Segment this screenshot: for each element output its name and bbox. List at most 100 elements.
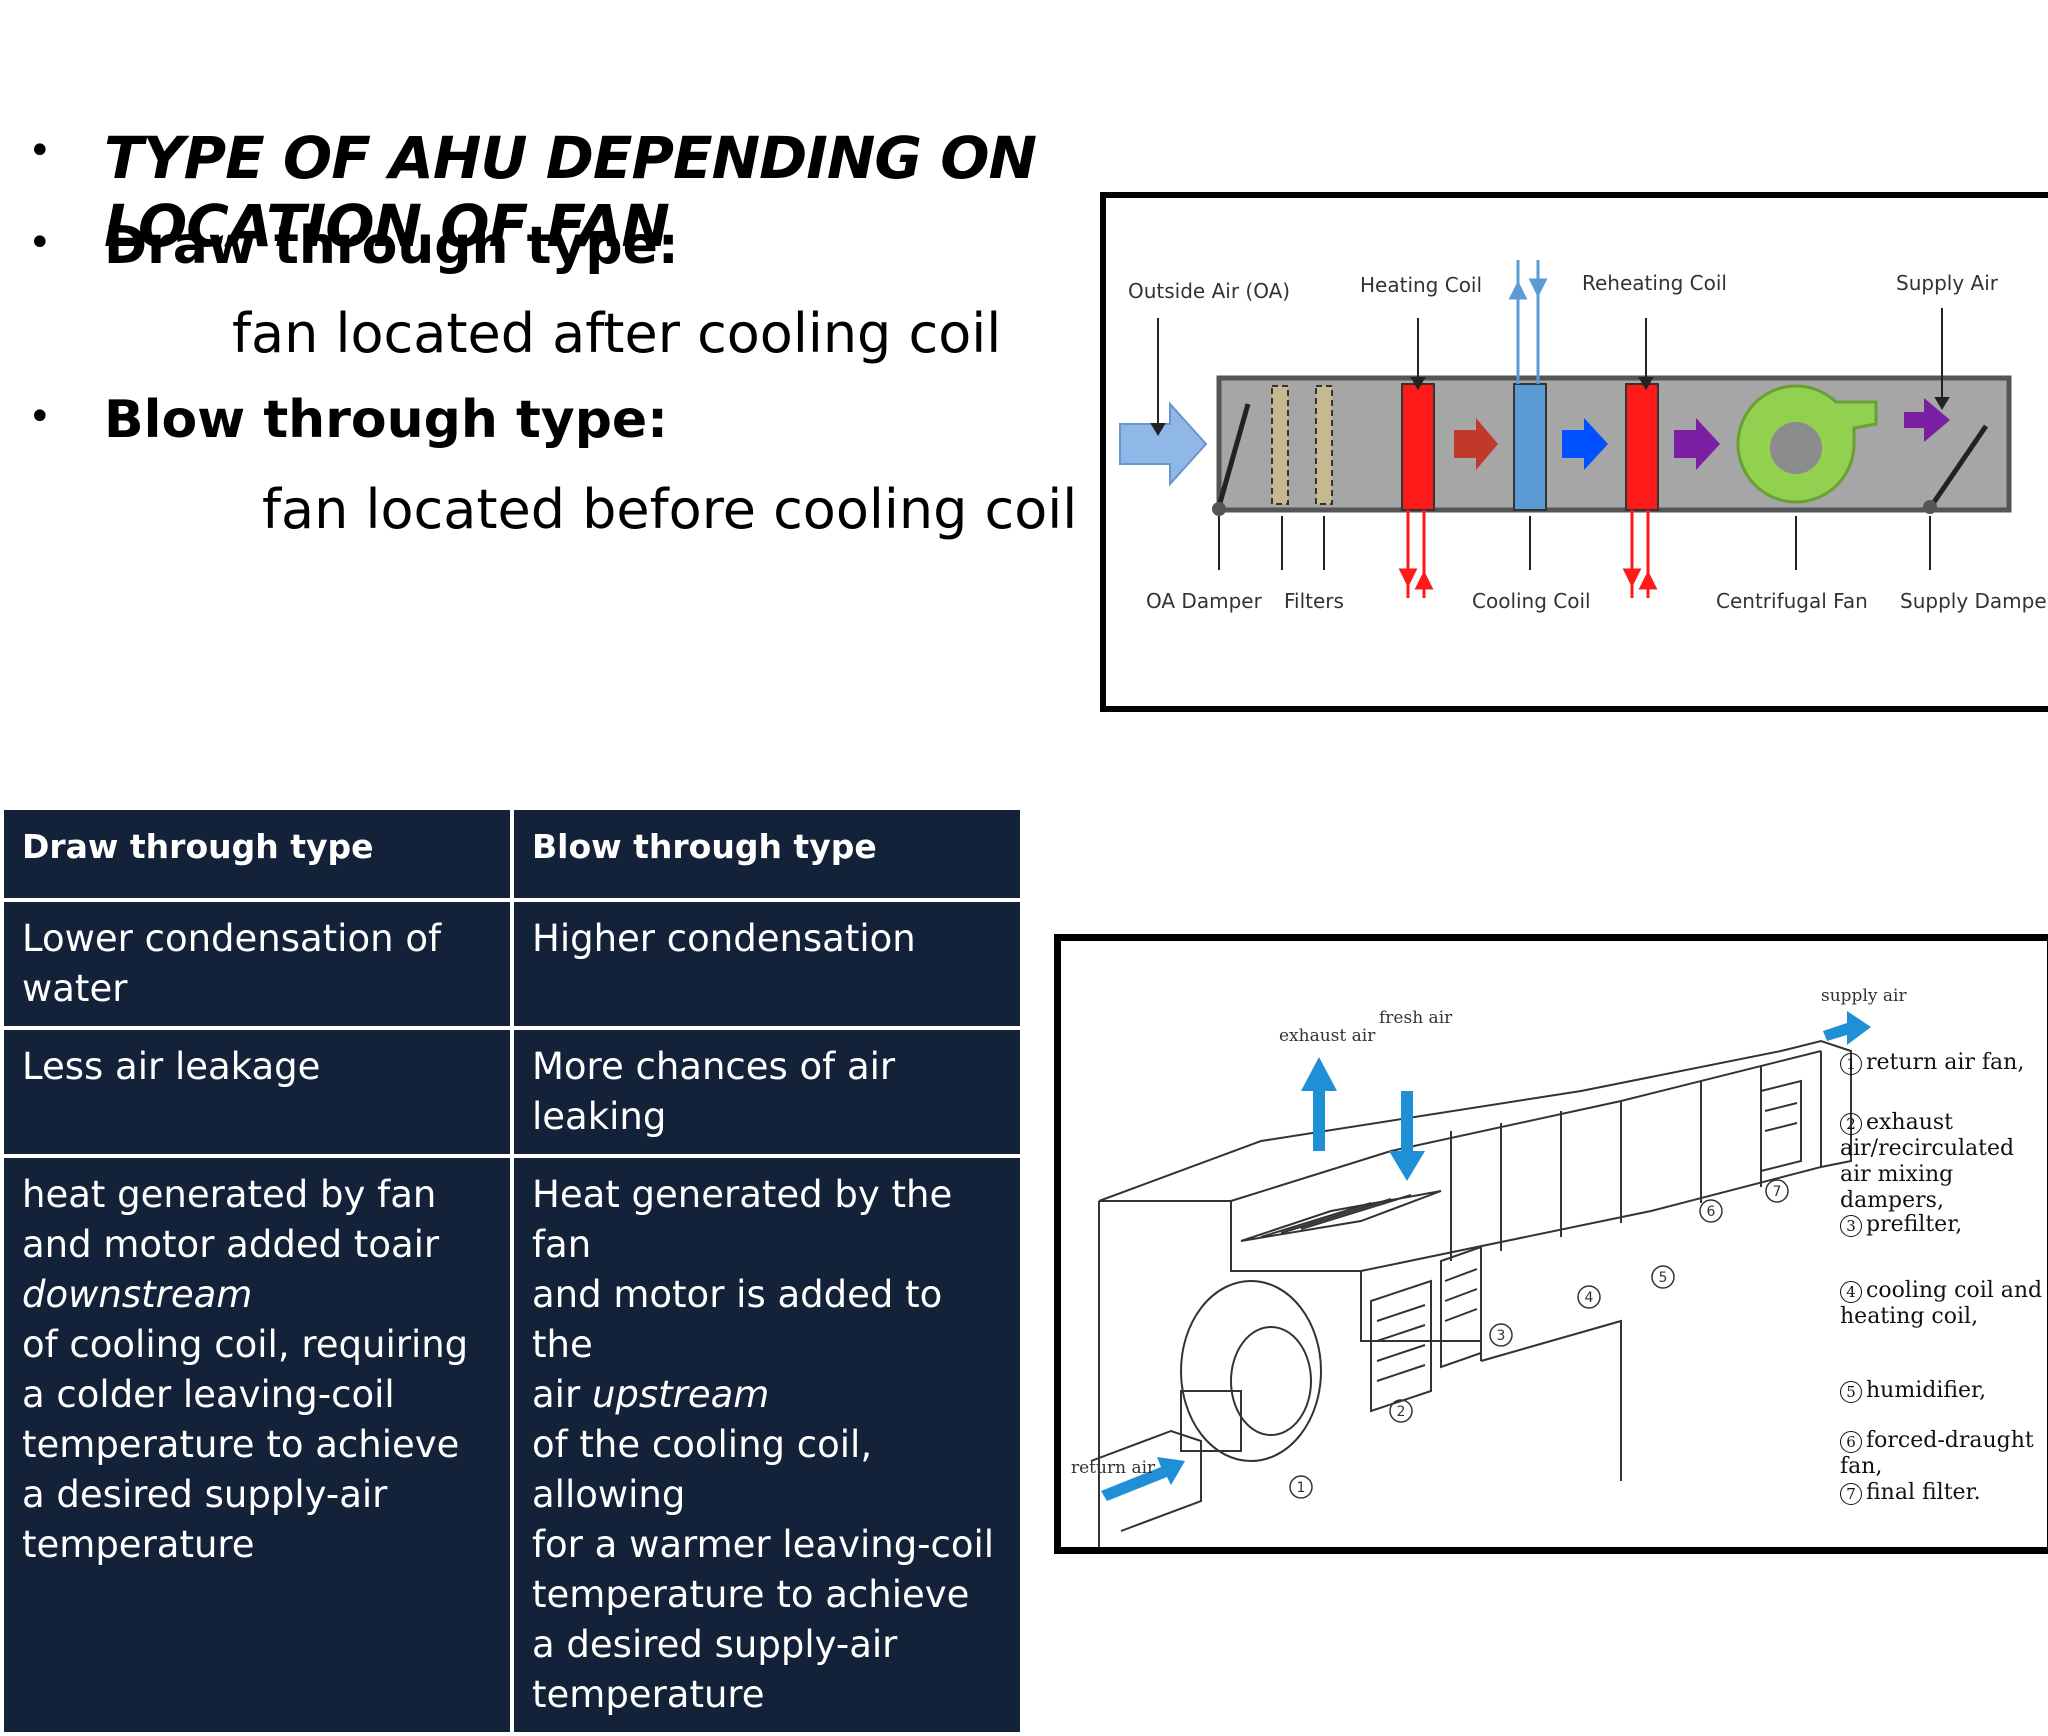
label-centrifugal-fan: Centrifugal Fan — [1716, 589, 1868, 613]
ahu-housing — [1090, 1039, 1852, 1547]
air-arrows — [1101, 1011, 1871, 1501]
louver — [1280, 1198, 1392, 1234]
filter-1 — [1271, 385, 1289, 505]
filter-pleat — [1444, 1308, 1478, 1322]
bullet-dot: • — [28, 394, 52, 440]
legend-text: cooling coil and heating coil, — [1840, 1278, 2043, 1329]
cell-text: and motor is added to the — [532, 1273, 943, 1366]
oa-damper-pivot — [1212, 502, 1226, 516]
fan-hub — [1770, 422, 1822, 474]
blow-through-label: Blow through type: — [104, 390, 668, 450]
cell-text: Heat generated by the fan — [532, 1173, 953, 1266]
table-cell-blow: Higher condensation — [514, 902, 1020, 1026]
legend-text: prefilter, — [1866, 1212, 1963, 1237]
filter-pleat — [1764, 1122, 1798, 1132]
housing-top-front — [1230, 1050, 1822, 1202]
cell-text-italic: downstream — [22, 1273, 253, 1316]
legend-number: 6 — [1840, 1431, 1862, 1453]
duct-body — [1216, 375, 2012, 513]
bullet-dot: • — [28, 220, 52, 266]
isometric-labels: exhaust air fresh air supply air return … — [1071, 986, 1907, 1478]
table-cell-draw: Less air leakage — [4, 1030, 510, 1154]
legend-number: 5 — [1840, 1381, 1862, 1403]
slide-heading: TYPE OF AHU DEPENDING ON LOCATION OF FAN — [104, 124, 1037, 260]
supply-air-arrow — [1823, 1011, 1871, 1045]
part-number: 7 — [1773, 1184, 1782, 1200]
label-fresh-air: fresh air — [1379, 1008, 1453, 1028]
louver — [1300, 1194, 1412, 1230]
cell-text: and motor added toair — [22, 1223, 440, 1266]
bottom-pointers — [1218, 516, 1931, 570]
housing-base — [1480, 1319, 1622, 1481]
table-row: Lower condensation of water Higher conde… — [4, 902, 1020, 1026]
legend-text: final filter. — [1866, 1480, 1981, 1505]
cooling-coil — [1513, 383, 1547, 511]
filter-2 — [1315, 385, 1333, 505]
fan-housing — [1180, 1280, 1322, 1462]
label-supply-damper: Supply Damper — [1900, 589, 2048, 613]
legend-number: 4 — [1840, 1281, 1862, 1303]
table-cell-blow: Heat generated by the fan and motor is a… — [514, 1158, 1020, 1732]
comparison-table: Draw through type Blow through type Lowe… — [0, 806, 1024, 1736]
ahu-isometric-diagram: exhaust air fresh air supply air return … — [1054, 934, 2048, 1554]
cell-text: Lower condensation of — [22, 917, 441, 960]
exhaust-air-arrow — [1301, 1057, 1337, 1151]
cell-text: temperature — [22, 1523, 255, 1566]
cell-text: temperature to achieve — [22, 1423, 460, 1466]
table-cell-draw: Lower condensation of water — [4, 902, 510, 1026]
final-filter — [1760, 1079, 1802, 1173]
part-number: 4 — [1585, 1290, 1594, 1306]
label-reheating-coil: Reheating Coil — [1582, 271, 1727, 295]
table-header-blow: Blow through type — [514, 810, 1020, 898]
table-row: Less air leakage More chances of air lea… — [4, 1030, 1020, 1154]
part-number: 2 — [1397, 1404, 1406, 1420]
label-return-air: return air — [1071, 1458, 1156, 1478]
label-supply-air: supply air — [1821, 986, 1907, 1006]
part-number: 3 — [1497, 1328, 1506, 1344]
cell-text: heat generated by fan — [22, 1173, 437, 1216]
table-cell-blow: More chances of air leaking — [514, 1030, 1020, 1154]
legend-number: 7 — [1840, 1483, 1862, 1505]
ahu-schematic-diagram: Outside Air (OA) Heating Coil Reheating … — [1100, 192, 2048, 712]
table-cell-draw: heat generated by fan and motor added to… — [4, 1158, 510, 1732]
label-filters: Filters — [1284, 589, 1344, 613]
cell-text: a desired supply-air — [532, 1623, 898, 1666]
legend-number: 1 — [1840, 1053, 1862, 1075]
cell-text: for a warmer leaving-coil — [532, 1523, 995, 1566]
legend-number: 3 — [1840, 1215, 1862, 1237]
cell-text-italic: upstream — [591, 1373, 770, 1416]
filter-pleat — [1444, 1268, 1478, 1282]
label-exhaust-air: exhaust air — [1279, 1026, 1376, 1046]
supply-damper-pivot — [1923, 500, 1937, 514]
filter-pleat — [1444, 1288, 1478, 1302]
outside-air-arrow — [1119, 401, 1208, 487]
coil-fin — [1376, 1364, 1426, 1382]
housing-side-front — [1360, 1051, 1822, 1272]
cell-text: Less air leakage — [22, 1045, 321, 1088]
draw-through-desc: fan located after cooling coil — [232, 302, 1002, 365]
oa-damper-blade — [1215, 403, 1251, 511]
blow-through-desc: fan located before cooling coil — [262, 478, 1078, 541]
heating-coil — [1401, 383, 1435, 511]
draw-through-label: Draw through type: — [104, 216, 679, 276]
legend-text: exhaust air/recirculated air mixing damp… — [1840, 1110, 2015, 1213]
fan-motor — [1180, 1390, 1242, 1452]
heating-coil-pipes — [1398, 510, 1658, 598]
legend-number: 2 — [1840, 1113, 1862, 1135]
louver — [1260, 1202, 1372, 1238]
coil-fin — [1376, 1304, 1426, 1322]
cell-text-mixed: air upstream — [532, 1370, 1002, 1420]
cell-text: a colder leaving-coil — [22, 1373, 395, 1416]
return-duct — [1090, 1429, 1202, 1532]
supply-arrow — [1904, 398, 1950, 442]
table-header-draw: Draw through type — [4, 810, 510, 898]
return-air-arrow — [1101, 1457, 1185, 1501]
legend-text: humidifier, — [1866, 1378, 1987, 1403]
